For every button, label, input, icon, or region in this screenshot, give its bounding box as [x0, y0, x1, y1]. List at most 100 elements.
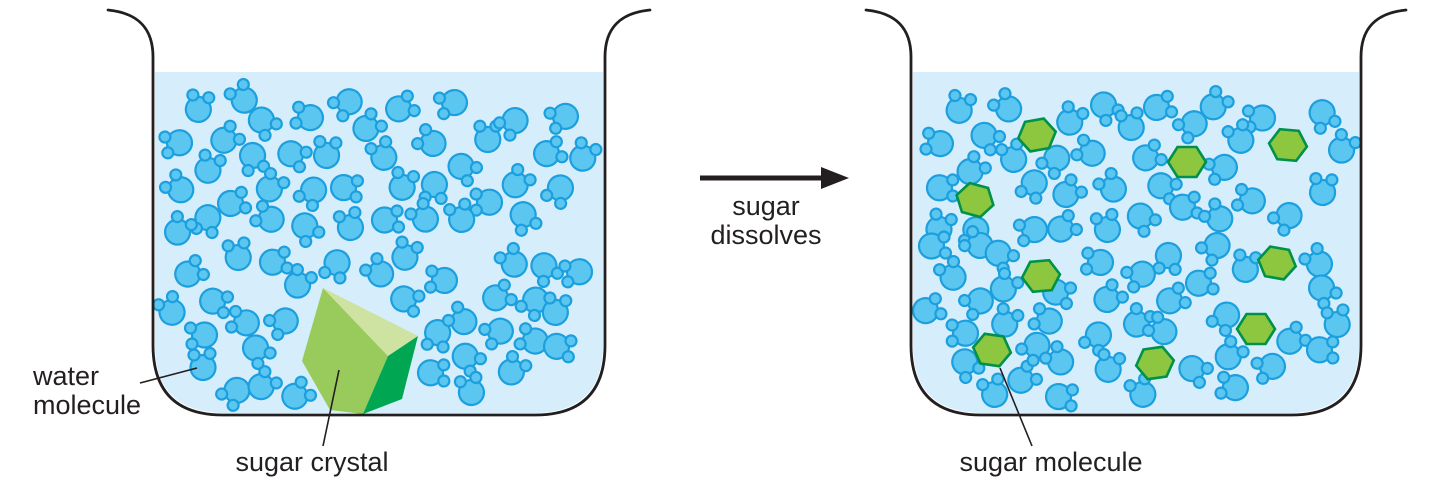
water-molecule [249, 199, 285, 233]
water-molecule [1305, 335, 1340, 365]
water-molecules-left [152, 77, 603, 412]
water-molecules-right [911, 84, 1362, 413]
water-molecule [152, 290, 186, 326]
water-molecule [385, 89, 421, 123]
water-molecule [420, 318, 452, 354]
water-molecule [289, 100, 325, 132]
water-molecule [216, 185, 253, 218]
water-molecule [1276, 320, 1313, 355]
water-molecule [945, 318, 980, 348]
water-molecule [263, 307, 299, 341]
water-molecule [1056, 100, 1090, 136]
water-molecule [497, 349, 533, 386]
water-molecule [174, 254, 210, 288]
water-molecule [558, 258, 594, 289]
water-molecule [332, 205, 365, 242]
water-molecule [945, 88, 978, 124]
reaction-arrow [700, 167, 849, 189]
water-molecule [447, 152, 484, 188]
water-molecule [318, 249, 351, 285]
arrow-head [821, 167, 849, 189]
water-molecule [1093, 278, 1130, 314]
water-molecule [1205, 301, 1241, 338]
water-molecule [1114, 106, 1145, 142]
water-molecule [1307, 274, 1343, 311]
water-molecule [514, 286, 550, 323]
water-molecule [1012, 215, 1049, 248]
water-molecule [1007, 359, 1044, 394]
sugar-molecule-leader-line [999, 367, 1033, 447]
water-molecule [1152, 241, 1183, 277]
water-molecule [989, 266, 1025, 303]
water-molecule [478, 317, 514, 351]
water-molecule [1178, 354, 1214, 389]
water-molecule [441, 300, 478, 336]
water-molecule [1079, 246, 1115, 277]
sugar-crystal-front-face [302, 288, 388, 414]
water-molecule [1014, 169, 1048, 205]
water-molecule [416, 358, 451, 388]
arrow-caption: sugar dissolves [710, 191, 822, 250]
water-molecule [1141, 310, 1178, 346]
water-molecule [1047, 209, 1083, 243]
water-molecule [987, 87, 1023, 123]
beaker-left-outline [106, 8, 652, 417]
water-molecule [388, 165, 421, 201]
water-molecule [443, 197, 476, 234]
water-molecule [917, 230, 953, 260]
water-molecule [1123, 372, 1157, 408]
water-molecule [995, 137, 1028, 174]
water-molecule [1142, 89, 1179, 122]
water-molecule [933, 255, 967, 291]
water-molecule [1126, 202, 1162, 238]
water-molecule [1298, 241, 1334, 278]
water-molecule [1327, 128, 1362, 164]
water-molecule [911, 292, 948, 325]
water-molecule [919, 126, 955, 158]
water-molecule [453, 370, 486, 407]
water-molecule [1266, 201, 1303, 237]
water-molecule [158, 168, 195, 204]
water-molecule [187, 346, 217, 382]
water-molecule [223, 77, 258, 114]
water-molecule [1308, 171, 1339, 207]
water-molecule [541, 291, 573, 327]
water-molecule [1214, 370, 1250, 402]
water-molecule [291, 212, 326, 249]
sugar-crystal-top-face [323, 288, 418, 356]
beaker-right-outline [864, 8, 1408, 417]
water-molecule [277, 140, 313, 174]
sugar-molecule [1134, 345, 1176, 381]
water-molecule [163, 210, 198, 246]
sugar-molecule [1166, 145, 1208, 179]
water-molecule [221, 236, 252, 272]
water-molecule [1015, 331, 1051, 367]
beaker-left [106, 8, 652, 447]
water-molecule [391, 235, 424, 271]
water-molecule [210, 119, 247, 154]
water-molecule [540, 174, 575, 210]
water-molecule [1230, 182, 1266, 215]
water-molecule [1156, 281, 1192, 315]
water-molecule [542, 332, 578, 364]
water-molecule [352, 107, 389, 143]
water-molecule [1092, 166, 1128, 203]
water-molecule [984, 239, 1021, 275]
water-molecule [925, 173, 960, 203]
water-molecule [390, 285, 426, 318]
sugar-molecules-right [955, 117, 1309, 381]
water-molecule [418, 170, 449, 206]
water-molecule [329, 173, 365, 204]
water-molecule [1184, 266, 1220, 297]
water-molecule [569, 136, 603, 172]
water-molecule [1199, 84, 1235, 121]
water-molecule [432, 88, 469, 121]
water-molecule [1044, 382, 1080, 413]
water-molecule [1214, 334, 1250, 371]
water-molecule [951, 348, 986, 385]
water-molecule [364, 135, 398, 171]
water-molecule [281, 375, 318, 410]
water-molecule [956, 150, 992, 186]
water-molecule [1194, 231, 1231, 267]
